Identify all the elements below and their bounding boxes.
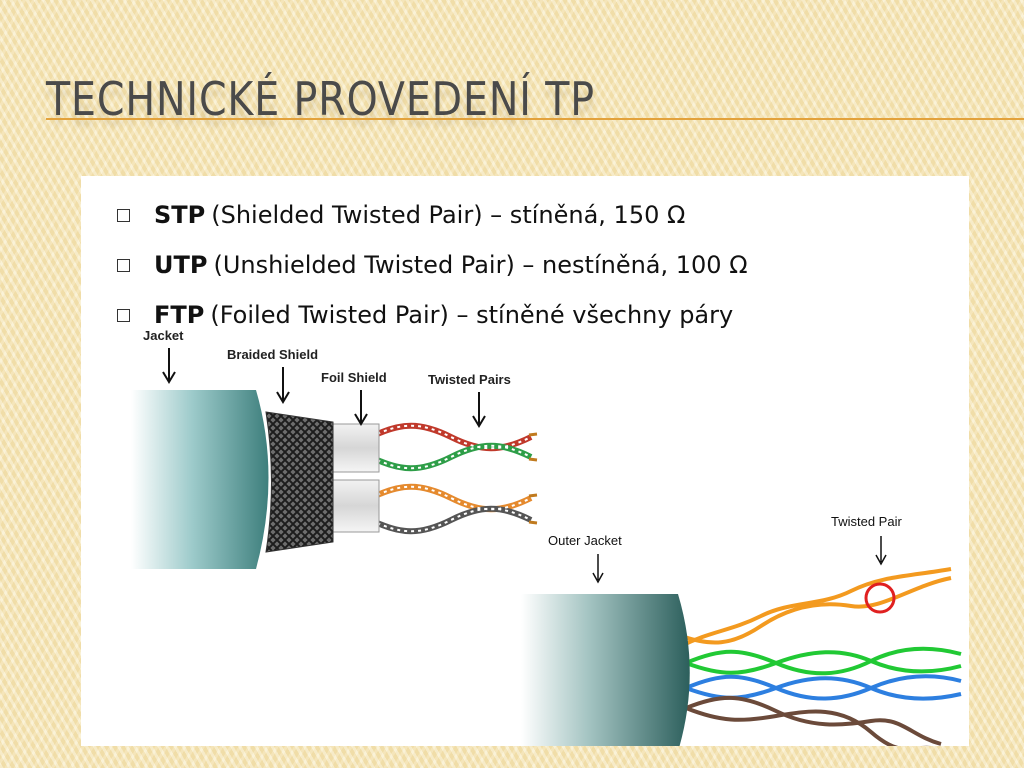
twisted-pair-highlight-circle xyxy=(864,582,896,614)
label-braided-shield: Braided Shield xyxy=(227,347,318,362)
bullet-term: UTP xyxy=(154,251,208,279)
stp-labels: Jacket Braided Shield Foil Shield Twiste… xyxy=(143,328,511,428)
stp-pair-orange-grey xyxy=(369,483,538,535)
cable-illustrations: Jacket Braided Shield Foil Shield Twiste… xyxy=(131,328,962,746)
bullet-square-icon xyxy=(117,308,130,322)
label-jacket: Jacket xyxy=(143,328,184,343)
stp-foil-shield-1 xyxy=(330,423,380,473)
bullet-term: FTP xyxy=(154,301,205,329)
utp-outer-jacket xyxy=(521,594,690,746)
label-outer-jacket: Outer Jacket xyxy=(548,533,622,548)
bullet-text: (Shielded Twisted Pair) – stíněná, 150 Ω xyxy=(211,201,686,229)
bullet-square-icon xyxy=(117,258,130,272)
slide-title: TECHNICKÉ PROVEDENÍ TP xyxy=(46,72,596,126)
label-twisted-pair: Twisted Pair xyxy=(831,514,902,529)
bullet-ftp: FTP (Foiled Twisted Pair) – stíněné všec… xyxy=(117,290,748,340)
label-foil-shield: Foil Shield xyxy=(321,370,387,385)
stp-braided-shield xyxy=(265,411,334,553)
bullet-utp: UTP (Unshielded Twisted Pair) – nestíněn… xyxy=(117,240,748,290)
content-panel: Jacket Braided Shield Foil Shield Twiste… xyxy=(81,176,969,746)
bullet-term: STP xyxy=(154,201,206,229)
stp-foil-shield-2 xyxy=(330,479,380,533)
stp-cable xyxy=(131,390,538,569)
bullet-text: (Foiled Twisted Pair) – stíněné všechny … xyxy=(210,301,734,329)
utp-labels: Outer Jacket Twisted Pair xyxy=(548,514,902,584)
stp-jacket xyxy=(131,390,269,569)
bullet-text: (Unshielded Twisted Pair) – nestíněná, 1… xyxy=(213,251,748,279)
bullet-stp: STP (Shielded Twisted Pair) – stíněná, 1… xyxy=(117,190,748,240)
title-underline xyxy=(46,118,1024,120)
bullet-list: STP (Shielded Twisted Pair) – stíněná, 1… xyxy=(117,190,748,340)
utp-twisted-pairs xyxy=(680,567,962,746)
stp-pair-red-green xyxy=(369,422,538,472)
utp-cable xyxy=(521,567,962,746)
label-twisted-pairs: Twisted Pairs xyxy=(428,372,511,387)
bullet-square-icon xyxy=(117,208,130,222)
